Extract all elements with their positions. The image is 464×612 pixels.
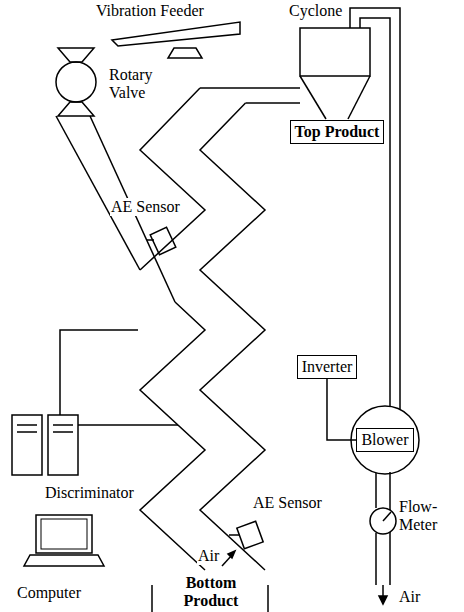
part-label: Air <box>197 547 220 565</box>
ae-sensor <box>237 521 263 549</box>
signal-cable <box>60 330 138 415</box>
control-wire <box>327 379 356 440</box>
labelled-box: Inverter <box>297 355 358 379</box>
zigzag-wall <box>140 302 205 570</box>
laptop-base <box>24 555 104 566</box>
part-label: Rotary Valve <box>108 66 162 102</box>
outlet-bar <box>151 585 153 612</box>
pipe <box>360 18 390 406</box>
feeder-tray <box>112 22 240 46</box>
pipe <box>375 473 377 508</box>
signal-cable <box>78 424 178 426</box>
box-text: Blower <box>361 431 408 449</box>
labelled-box: Blower <box>356 428 413 452</box>
pipe <box>389 532 391 585</box>
flow-meter <box>370 508 396 534</box>
duct <box>246 102 301 104</box>
cyclone-body <box>300 28 370 76</box>
discriminator-unit <box>12 415 42 475</box>
laptop-display <box>41 519 87 549</box>
part-label: Bottom Product <box>172 574 250 610</box>
part-label: AE Sensor <box>252 494 323 512</box>
pipe <box>375 533 377 585</box>
valve-outlet <box>58 102 94 116</box>
drive-slot <box>17 431 37 433</box>
sensor-stem <box>229 534 240 536</box>
discriminator-unit <box>48 415 78 475</box>
valve-inlet <box>58 48 94 62</box>
arrow-head <box>379 596 387 604</box>
zigzag-wall <box>140 88 205 270</box>
rotary-valve <box>56 62 96 102</box>
labelled-box: Top Product <box>290 120 385 144</box>
cyclone-cone <box>300 76 326 119</box>
part-label: Cyclone <box>288 2 343 20</box>
part-label: Discriminator <box>44 484 135 502</box>
drive-slot <box>53 424 73 426</box>
pipe <box>350 8 400 410</box>
cyclone-cone <box>348 76 370 119</box>
box-text: Top Product <box>295 123 380 141</box>
drive-slot <box>17 424 37 426</box>
feeder-support <box>168 48 202 58</box>
duct <box>200 87 300 89</box>
laptop-screen <box>36 515 92 553</box>
box-text: Inverter <box>302 358 353 376</box>
part-label: Computer <box>16 584 82 602</box>
part-label: AE Sensor <box>110 198 181 216</box>
part-label: Air <box>398 588 421 606</box>
blower-casing <box>351 406 419 474</box>
chute-wall <box>56 116 140 270</box>
outlet-bar <box>267 585 269 612</box>
arrow-head <box>228 551 235 558</box>
pipe <box>389 472 391 510</box>
meter-needle <box>383 512 391 521</box>
part-label: Vibration Feeder <box>95 2 205 20</box>
drive-slot <box>53 431 73 433</box>
part-label: Flow-Meter <box>398 498 456 534</box>
